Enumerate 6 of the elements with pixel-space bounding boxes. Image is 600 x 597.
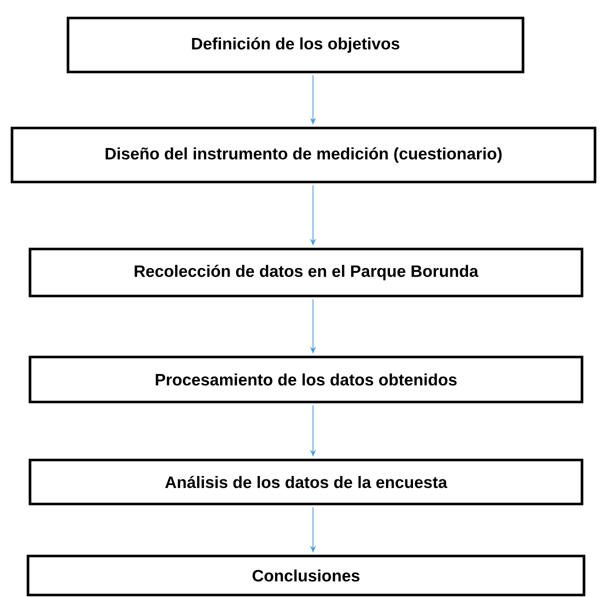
process-box: Definición de los objetivos: [66, 16, 524, 74]
process-box: Análisis de los datos de la encuesta: [28, 458, 584, 506]
process-box: Procesamiento de los datos obtenidos: [28, 356, 584, 404]
process-box: Diseño del instrumento de medición (cuestionario): [10, 126, 596, 184]
process-box: Conclusiones: [26, 554, 586, 596]
process-box: Recolección de datos en el Parque Borunda: [28, 248, 584, 298]
